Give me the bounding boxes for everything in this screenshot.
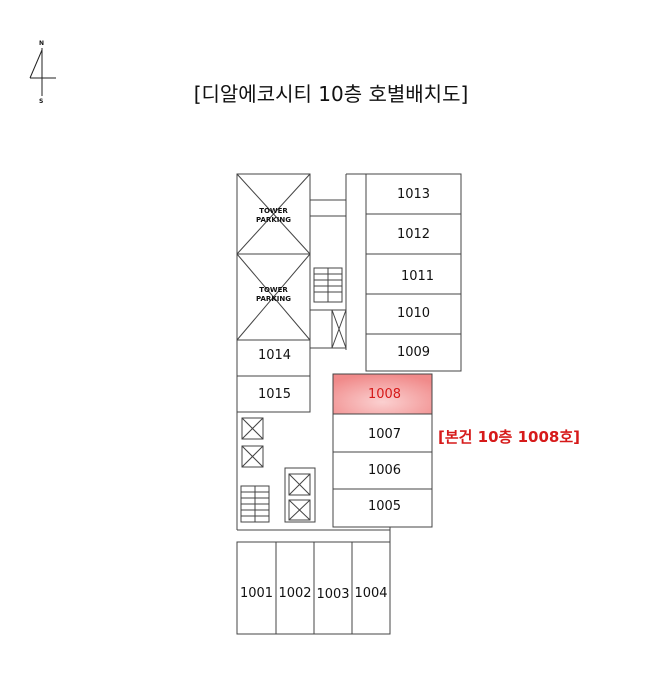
north-label: N bbox=[39, 40, 45, 47]
unit-1005: 1005 bbox=[367, 499, 402, 514]
north-arrow-icon: N S bbox=[22, 40, 62, 106]
unit-1007: 1007 bbox=[367, 427, 402, 442]
compass-icon bbox=[29, 48, 56, 96]
tower-parking-label-1: TOWER PARKING bbox=[237, 207, 310, 226]
unit-1010: 1010 bbox=[396, 306, 431, 321]
unit-1008: 1008 bbox=[367, 387, 402, 402]
south-label: S bbox=[39, 98, 44, 105]
unit-1012: 1012 bbox=[396, 227, 431, 242]
unit-1001: 1001 bbox=[239, 586, 274, 601]
unit-1011: 1011 bbox=[400, 269, 435, 284]
unit-1015-box bbox=[236, 375, 311, 413]
unit-1015: 1015 bbox=[257, 387, 292, 402]
unit-1004: 1004 bbox=[354, 586, 388, 601]
subject-unit-note: [본건 10층 1008호] bbox=[438, 428, 580, 446]
tower-parking-label-2: TOWER PARKING bbox=[237, 286, 310, 305]
unit-1006: 1006 bbox=[367, 463, 402, 478]
unit-1003: 1003 bbox=[316, 587, 350, 602]
unit-1009-box bbox=[365, 333, 462, 372]
unit-1009: 1009 bbox=[396, 345, 431, 360]
unit-1013: 1013 bbox=[396, 187, 431, 202]
parking-line2: PARKING bbox=[256, 295, 291, 304]
unit-1005-box bbox=[332, 488, 433, 528]
unit-1002: 1002 bbox=[278, 586, 312, 601]
unit-1014: 1014 bbox=[257, 348, 292, 363]
parking-line1: TOWER bbox=[259, 286, 288, 294]
parking-line2: PARKING bbox=[256, 216, 291, 225]
page-title: [디알에코시티 10층 호별배치도] bbox=[193, 82, 469, 106]
unit-1008-highlight bbox=[332, 373, 433, 415]
parking-line1: TOWER bbox=[259, 207, 288, 215]
